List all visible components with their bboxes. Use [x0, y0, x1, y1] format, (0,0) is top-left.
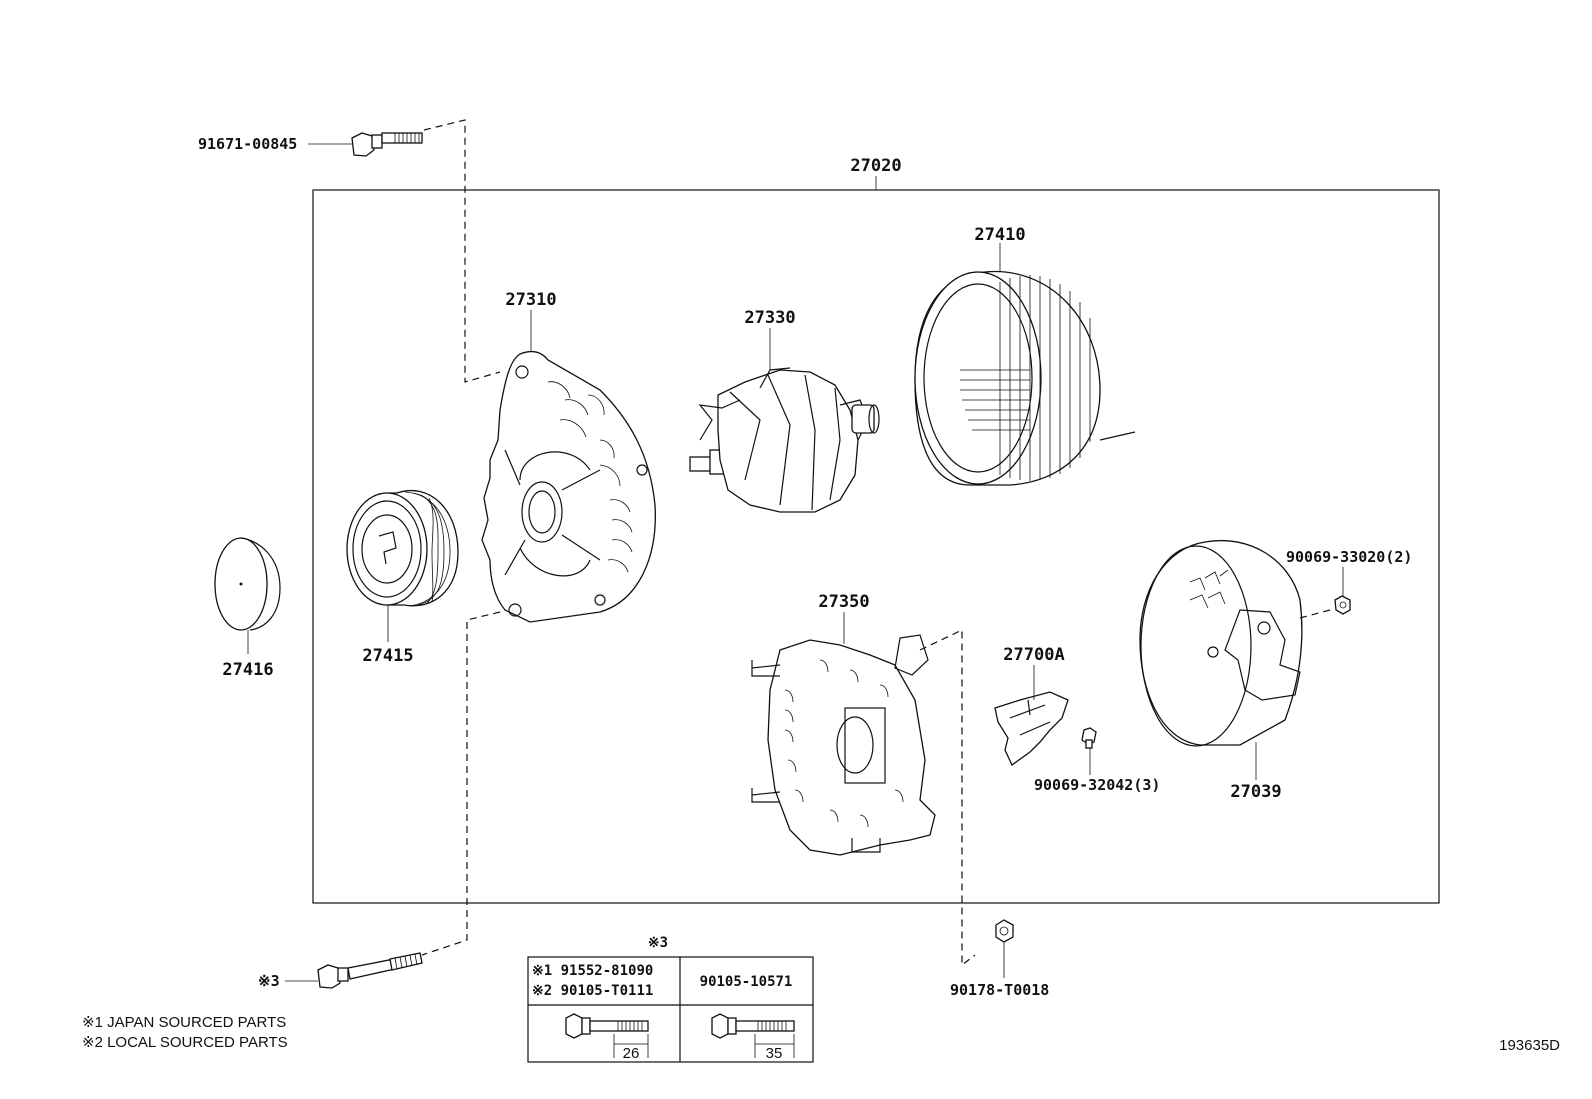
stator-icon	[914, 270, 1136, 486]
label-brush-screw: 90069-32042(3)	[1034, 776, 1160, 794]
table-ref: ※3	[648, 935, 668, 951]
bolt-bottom-icon	[317, 952, 423, 989]
note-japan-sourced: ※1 JAPAN SOURCED PARTS	[82, 1014, 286, 1031]
label-brush-holder: 27700A	[1003, 645, 1064, 665]
label-pulley-cap: 27416	[222, 660, 273, 680]
table-cell-part-2: ※2 90105-T0111	[532, 983, 653, 999]
label-assembly: 27020	[850, 156, 901, 176]
table-bolt-2-icon	[711, 1013, 795, 1058]
rectifier-end-frame-icon	[751, 634, 936, 856]
brush-screw-icon	[1081, 727, 1097, 749]
table-length-2: 35	[766, 1045, 783, 1062]
cover-nut-icon	[1334, 595, 1351, 615]
label-bolt-top: 91671-00845	[198, 135, 297, 153]
table-length-1: 26	[623, 1045, 640, 1062]
end-cover-icon	[1139, 540, 1303, 747]
pulley-cap-icon	[214, 537, 281, 631]
pulley-icon	[346, 490, 459, 607]
label-drive-end-frame: 27310	[505, 290, 556, 310]
drive-end-frame-icon	[481, 350, 656, 623]
rotor-icon	[689, 367, 880, 513]
label-end-cover: 27039	[1230, 782, 1281, 802]
label-stator: 27410	[974, 225, 1025, 245]
label-rotor: 27330	[744, 308, 795, 328]
table-cell-part-1: ※1 91552-81090	[532, 963, 653, 979]
table-bolt-1-icon	[565, 1013, 649, 1058]
label-rectifier-end-frame: 27350	[818, 592, 869, 612]
terminal-nut-icon	[995, 919, 1014, 943]
note-local-sourced: ※2 LOCAL SOURCED PARTS	[82, 1034, 288, 1051]
label-pulley: 27415	[362, 646, 413, 666]
label-bolt-bottom: ※3	[258, 972, 280, 990]
diagram-id: 193635D	[1499, 1037, 1560, 1054]
table-cell-part-3: 90105-10571	[700, 974, 793, 990]
bolt-spec-table	[527, 956, 814, 1063]
label-terminal-nut: 90178-T0018	[950, 981, 1049, 999]
label-cover-nut: 90069-33020(2)	[1286, 548, 1412, 566]
brush-holder-icon	[994, 691, 1069, 766]
bolt-top-icon	[351, 132, 423, 157]
